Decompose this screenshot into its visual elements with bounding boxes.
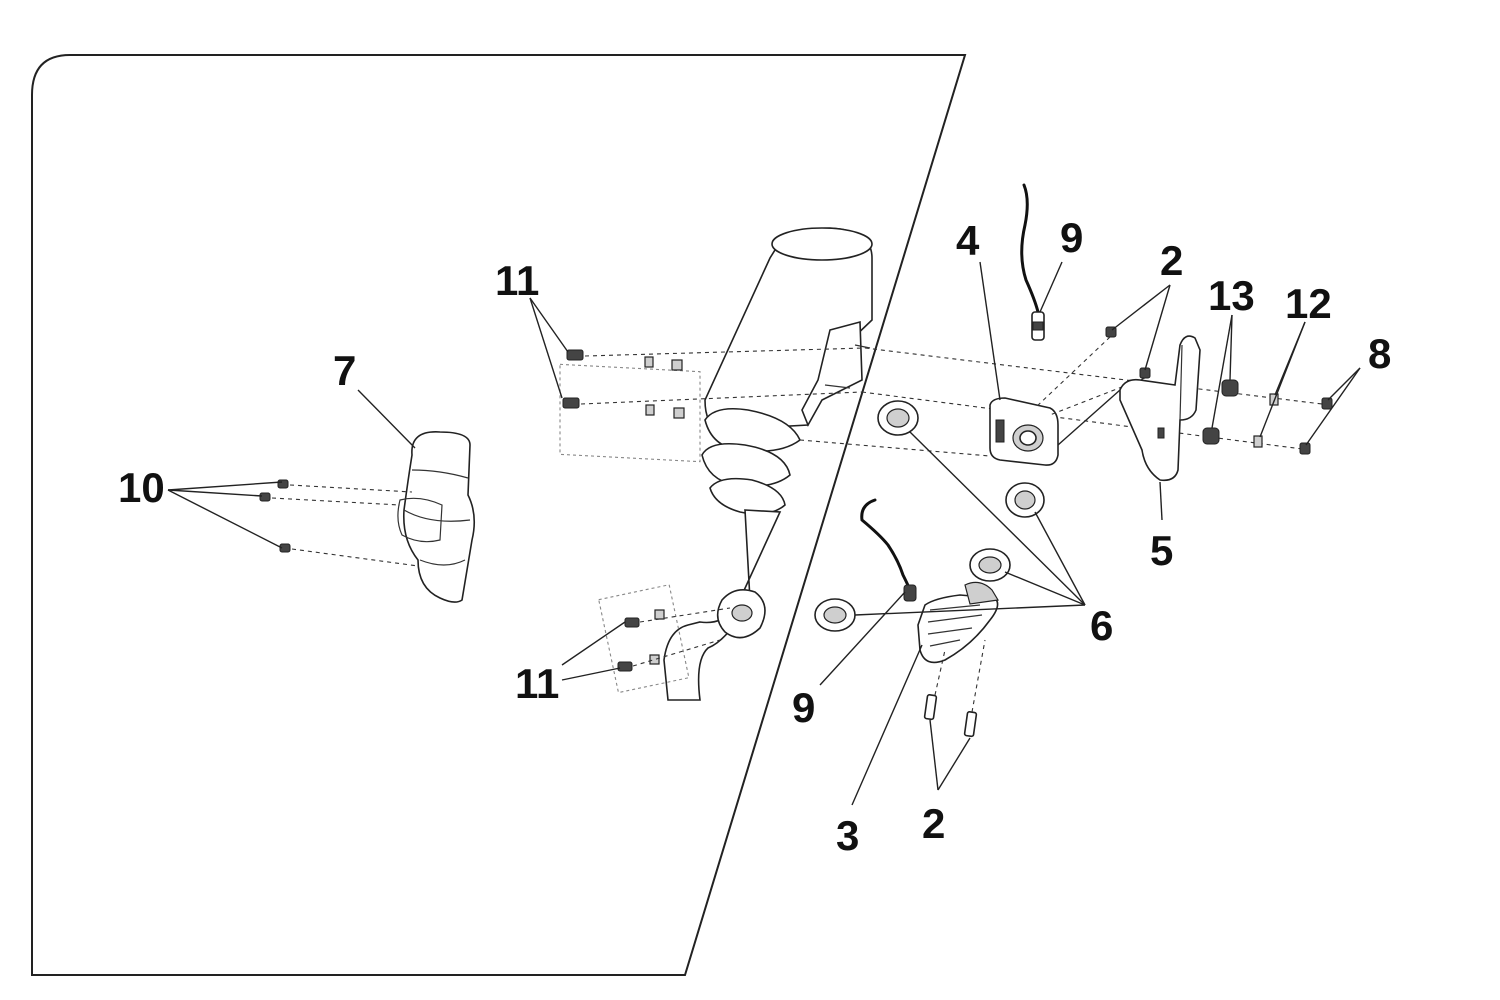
- muffler-assembly: [663, 227, 873, 701]
- part-11-bottom-bolts: [598, 584, 731, 694]
- part-9-bottom-sensor: [860, 498, 917, 602]
- part-3-header-pipe: [917, 581, 999, 664]
- part-6-gaskets: [814, 400, 1045, 632]
- panel-outline: [31, 54, 967, 976]
- callout-9-top: 9: [1060, 214, 1083, 261]
- part-10-bolts: [259, 479, 419, 567]
- callout-10: 10: [118, 464, 165, 511]
- callout-12: 12: [1285, 280, 1332, 327]
- callout-11-bottom: 11: [515, 660, 559, 707]
- part-4-catalyst-block: [989, 397, 1059, 466]
- part-11-top-bolts: [559, 347, 866, 463]
- part-2-bottom-bolts: [923, 639, 986, 738]
- callout-4: 4: [956, 217, 980, 264]
- axis-line-lower: [799, 439, 991, 457]
- part-5-bracket: [1119, 335, 1201, 482]
- axis-line-top: [864, 347, 1331, 406]
- callout-5: 5: [1150, 527, 1173, 574]
- callout-3: 3: [836, 812, 859, 859]
- part-8-nuts: [1299, 397, 1333, 455]
- callout-6: 6: [1090, 602, 1113, 649]
- leader-lines: [167, 261, 1361, 806]
- callout-9-bottom: 9: [792, 684, 815, 731]
- callout-13: 13: [1208, 272, 1255, 319]
- callout-2-bottom: 2: [922, 800, 945, 847]
- part-13-spacers: [1202, 379, 1239, 445]
- callout-2-top: 2: [1160, 237, 1183, 284]
- callout-8: 8: [1368, 330, 1391, 377]
- callout-11-top: 11: [495, 257, 539, 304]
- part-7-heat-shield: [397, 431, 476, 603]
- callout-7: 7: [333, 347, 356, 394]
- part-9-top-sensor: [1020, 183, 1045, 341]
